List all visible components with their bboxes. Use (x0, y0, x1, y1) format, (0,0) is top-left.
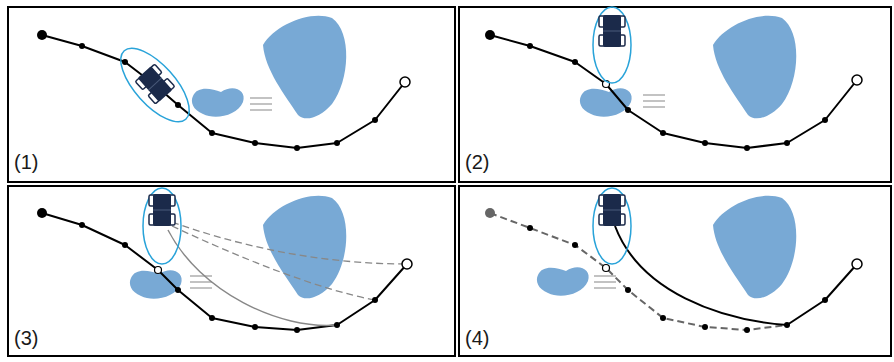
panel-frame (8, 7, 891, 356)
planned-path (42, 213, 407, 330)
waypoint (822, 117, 828, 123)
goal-point (402, 259, 412, 269)
motion-lines (643, 95, 665, 107)
blocked-point (155, 267, 162, 274)
waypoint (485, 208, 495, 218)
candidate-path (172, 222, 407, 264)
goal-point (852, 259, 862, 269)
waypoint (625, 107, 631, 113)
panel-frame (8, 7, 455, 182)
panel-frame (459, 7, 891, 182)
waypoint (37, 30, 378, 151)
waypoint (784, 140, 790, 146)
waypoint (625, 287, 631, 293)
panel-frame (8, 186, 455, 356)
scene-one (37, 16, 410, 151)
panel-number: (3) (14, 328, 38, 348)
planned-path (490, 35, 857, 148)
waypoint (37, 30, 47, 40)
waypoint (37, 208, 378, 333)
waypoint (744, 327, 750, 333)
waypoint (37, 208, 47, 218)
waypoint (294, 145, 300, 151)
sensor-range (593, 188, 631, 264)
obstacle (713, 16, 796, 119)
motion-lines (250, 98, 272, 110)
sensor-range (109, 37, 200, 132)
robot (135, 63, 176, 104)
robot (599, 194, 625, 226)
waypoint (485, 208, 828, 333)
waypoint (334, 322, 340, 328)
motion-lines (190, 276, 212, 288)
waypoint (702, 140, 708, 146)
panel-number: (1) (14, 152, 38, 172)
waypoint (209, 315, 215, 321)
waypoint (175, 102, 181, 108)
waypoint (702, 324, 708, 330)
new-path (615, 226, 857, 325)
goal-point (400, 77, 410, 87)
candidate-path (172, 226, 375, 300)
waypoint (660, 315, 666, 321)
waypoint (527, 43, 533, 49)
waypoint (209, 130, 215, 136)
planned-path (42, 35, 405, 148)
waypoint (334, 140, 340, 146)
robot (599, 15, 625, 47)
panel-number: (2) (465, 152, 489, 172)
waypoint (252, 140, 258, 146)
panel-frame (459, 186, 891, 356)
waypoint (744, 145, 750, 151)
waypoint (572, 242, 578, 248)
chosen-path (168, 230, 337, 325)
motion-lines (594, 276, 616, 288)
scene-two (485, 7, 862, 151)
waypoint (122, 242, 128, 248)
waypoint (372, 117, 378, 123)
waypoint (822, 297, 828, 303)
waypoint (527, 225, 533, 231)
panel-number: (4) (465, 328, 489, 348)
waypoint (175, 287, 181, 293)
waypoint (294, 327, 300, 333)
sensor-range (143, 188, 181, 264)
old-path (490, 213, 787, 330)
waypoint (485, 30, 495, 40)
goal-point (852, 75, 862, 85)
obstacle (263, 196, 346, 299)
obstacle (263, 16, 346, 119)
waypoint (784, 322, 790, 328)
waypoint (79, 222, 85, 228)
waypoint (372, 297, 378, 303)
waypoint (79, 43, 85, 49)
waypoint (572, 59, 578, 65)
waypoint (485, 30, 828, 151)
sensor-range (593, 7, 631, 83)
moving-obstacle (192, 88, 244, 116)
blocked-point (603, 265, 610, 272)
robot (149, 194, 175, 226)
moving-obstacle (537, 267, 589, 295)
obstacle (713, 196, 796, 299)
scene-four (485, 188, 862, 333)
waypoint (660, 130, 666, 136)
moving-obstacle (580, 88, 632, 116)
waypoint (122, 59, 128, 65)
scene-three (37, 188, 412, 333)
waypoint (252, 324, 258, 330)
